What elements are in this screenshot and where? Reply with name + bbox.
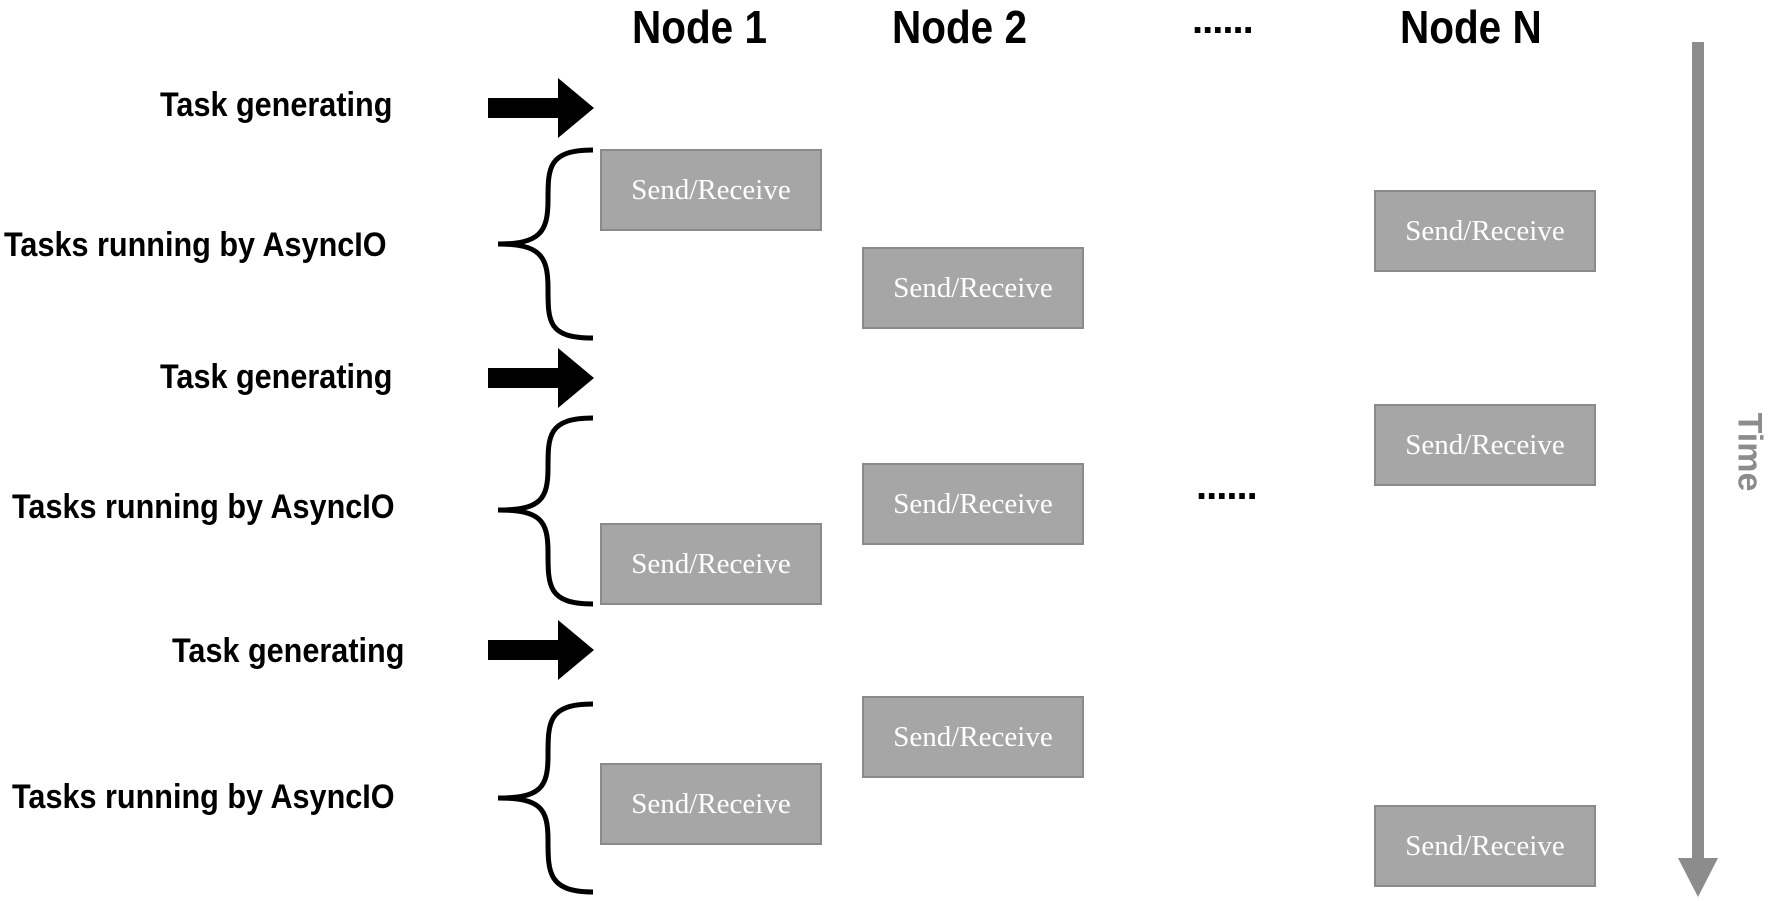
send-receive-label: Send/Receive xyxy=(631,547,791,580)
send-receive-label: Send/Receive xyxy=(1405,428,1565,461)
header-ellipsis: ...... xyxy=(1192,0,1254,42)
send-receive-box: Send/Receive xyxy=(1374,190,1596,272)
send-receive-box: Send/Receive xyxy=(1374,805,1596,887)
brace-3 xyxy=(497,701,594,895)
task-arrow-2 xyxy=(488,348,594,408)
time-label: Time xyxy=(1730,412,1769,492)
task-arrow-1 xyxy=(488,78,594,138)
send-receive-box: Send/Receive xyxy=(600,149,822,231)
row-label-tasks-running-2: Tasks running by AsyncIO xyxy=(12,488,395,526)
send-receive-box: Send/Receive xyxy=(600,523,822,605)
send-receive-label: Send/Receive xyxy=(1405,829,1565,862)
row-label-task-generating-1: Task generating xyxy=(160,86,393,124)
send-receive-label: Send/Receive xyxy=(1405,214,1565,247)
time-axis-arrowhead xyxy=(1678,858,1718,897)
brace-2 xyxy=(497,415,594,607)
row-label-tasks-running-3: Tasks running by AsyncIO xyxy=(12,778,395,816)
task-arrow-3 xyxy=(488,620,594,680)
send-receive-box: Send/Receive xyxy=(600,763,822,845)
send-receive-label: Send/Receive xyxy=(893,720,1053,753)
send-receive-label: Send/Receive xyxy=(893,487,1053,520)
send-receive-label: Send/Receive xyxy=(893,271,1053,304)
time-axis-line xyxy=(1692,42,1704,862)
row-label-task-generating-2: Task generating xyxy=(160,358,393,396)
middle-ellipsis: ...... xyxy=(1196,464,1258,508)
row-label-task-generating-3: Task generating xyxy=(172,632,405,670)
send-receive-box: Send/Receive xyxy=(862,696,1084,778)
node-2-header: Node 2 xyxy=(892,1,1027,53)
send-receive-label: Send/Receive xyxy=(631,173,791,206)
send-receive-box: Send/Receive xyxy=(862,463,1084,545)
send-receive-label: Send/Receive xyxy=(631,787,791,820)
brace-1 xyxy=(497,147,594,341)
send-receive-box: Send/Receive xyxy=(862,247,1084,329)
node-n-header: Node N xyxy=(1400,1,1542,53)
node-1-header: Node 1 xyxy=(632,1,767,53)
send-receive-box: Send/Receive xyxy=(1374,404,1596,486)
row-label-tasks-running-1: Tasks running by AsyncIO xyxy=(4,226,387,264)
